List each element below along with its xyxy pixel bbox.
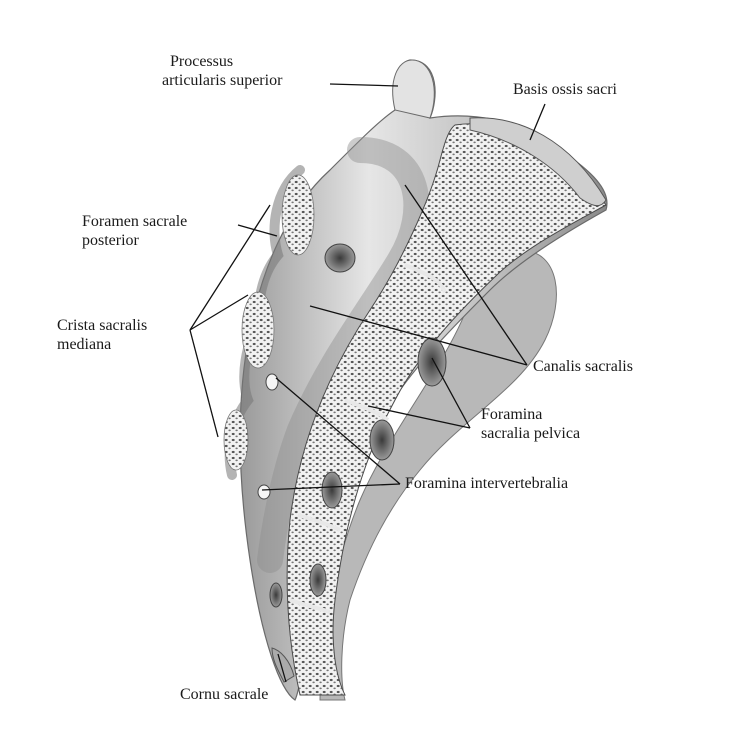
label-intervertebralia-line1: Foramina intervertebralia xyxy=(405,475,569,492)
label-crista-line1: Crista sacralis xyxy=(57,317,148,334)
label-basis-ossis-sacri: Basis ossis sacri xyxy=(513,80,617,99)
canal-groove xyxy=(257,137,430,573)
label-foramen-sacrale-posterior: Foramen sacrale posterior xyxy=(82,212,187,250)
label-canalis-sacralis: Canalis sacralis xyxy=(533,357,633,376)
label-cornu-sacrale: Cornu sacrale xyxy=(180,685,268,704)
label-pelvica-line1: Foramina xyxy=(481,406,543,423)
foramen-pelvicum-4 xyxy=(309,563,327,597)
label-basis-line1: Basis ossis sacri xyxy=(513,81,617,98)
processus-articularis xyxy=(392,59,435,119)
label-processus-line1: Processus xyxy=(170,53,234,70)
foramen-pelvicum-5 xyxy=(269,582,283,608)
label-pelvica-line2: sacralia pelvica xyxy=(481,425,581,442)
foramen-small-1 xyxy=(265,373,279,391)
basis-plate xyxy=(469,117,607,207)
foramina-holes xyxy=(257,243,447,608)
label-foramen-posterior-line1: Foramen sacrale xyxy=(82,213,188,230)
label-processus-line2: articularis superior xyxy=(162,72,283,89)
leader-lines xyxy=(189,83,546,683)
foramen-sacrale-posterior xyxy=(324,243,356,273)
label-foramina-intervertebralia: Foramina intervertebralia xyxy=(405,474,568,493)
crista-spongy-patches xyxy=(223,174,315,471)
label-processus-articularis-superior: Processus articularis superior xyxy=(162,52,282,90)
label-foramina-sacralia-pelvica: Foramina sacralia pelvica xyxy=(481,405,580,443)
label-crista-sacralis-mediana: Crista sacralis mediana xyxy=(57,316,147,354)
cornu-sacrale-shape xyxy=(271,647,295,683)
foramen-pelvicum-3 xyxy=(321,471,343,509)
foramen-small-2 xyxy=(257,484,271,500)
label-canalis-line1: Canalis sacralis xyxy=(533,358,633,375)
label-foramen-posterior-line2: posterior xyxy=(82,232,139,249)
foramen-pelvicum-1 xyxy=(417,337,447,387)
label-cornu-line1: Cornu sacrale xyxy=(180,686,269,703)
intervertebral-lines xyxy=(289,263,447,614)
foramen-pelvicum-2 xyxy=(369,419,395,461)
label-crista-line2: mediana xyxy=(57,336,112,353)
